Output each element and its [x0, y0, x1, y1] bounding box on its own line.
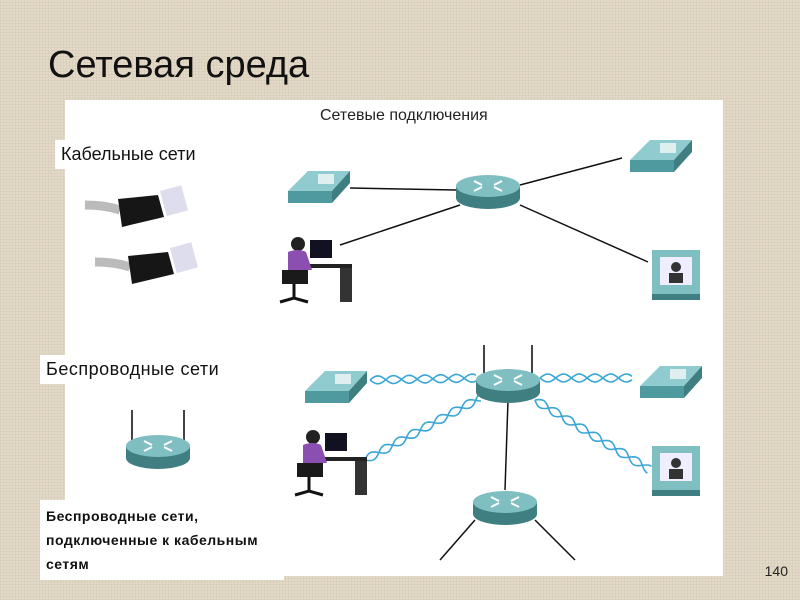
ip-phone-icon [630, 140, 692, 172]
wired-networks-label: Кабельные сети [55, 140, 202, 169]
diagram-subtitle: Сетевые подключения [320, 107, 488, 124]
wireless-wave [369, 373, 477, 385]
wireless-wave [369, 373, 477, 385]
workstation-user-icon [293, 428, 369, 497]
ethernet-cable-icon [95, 242, 198, 284]
wireless-wave [364, 395, 479, 461]
ip-phone-icon [640, 366, 702, 398]
wireless-wave [534, 399, 648, 474]
wired-links [339, 157, 649, 561]
phone-icon [288, 171, 350, 203]
ethernet-cable-icon [85, 185, 188, 227]
video-terminal-icon [652, 446, 700, 496]
wireless-access-point-icon [125, 410, 191, 470]
slide-title: Сетевая среда [48, 44, 310, 86]
wireless-router-icon [475, 345, 541, 404]
phone-icon [305, 371, 367, 403]
video-terminal-icon [652, 250, 700, 300]
page-number: 140 [764, 563, 788, 579]
router-icon [455, 174, 521, 210]
wireless-wave [534, 398, 652, 468]
router-icon [472, 490, 538, 526]
wireless-wave [364, 398, 481, 462]
workstation-user-icon [278, 235, 354, 304]
content-panel [65, 100, 723, 576]
wireless-networks-label: Беспроводные сети [40, 355, 226, 384]
wireless-to-wired-label: Беспроводные сети, подключенные к кабель… [40, 500, 284, 580]
wireless-wave [539, 373, 633, 383]
wireless-links [364, 373, 652, 474]
